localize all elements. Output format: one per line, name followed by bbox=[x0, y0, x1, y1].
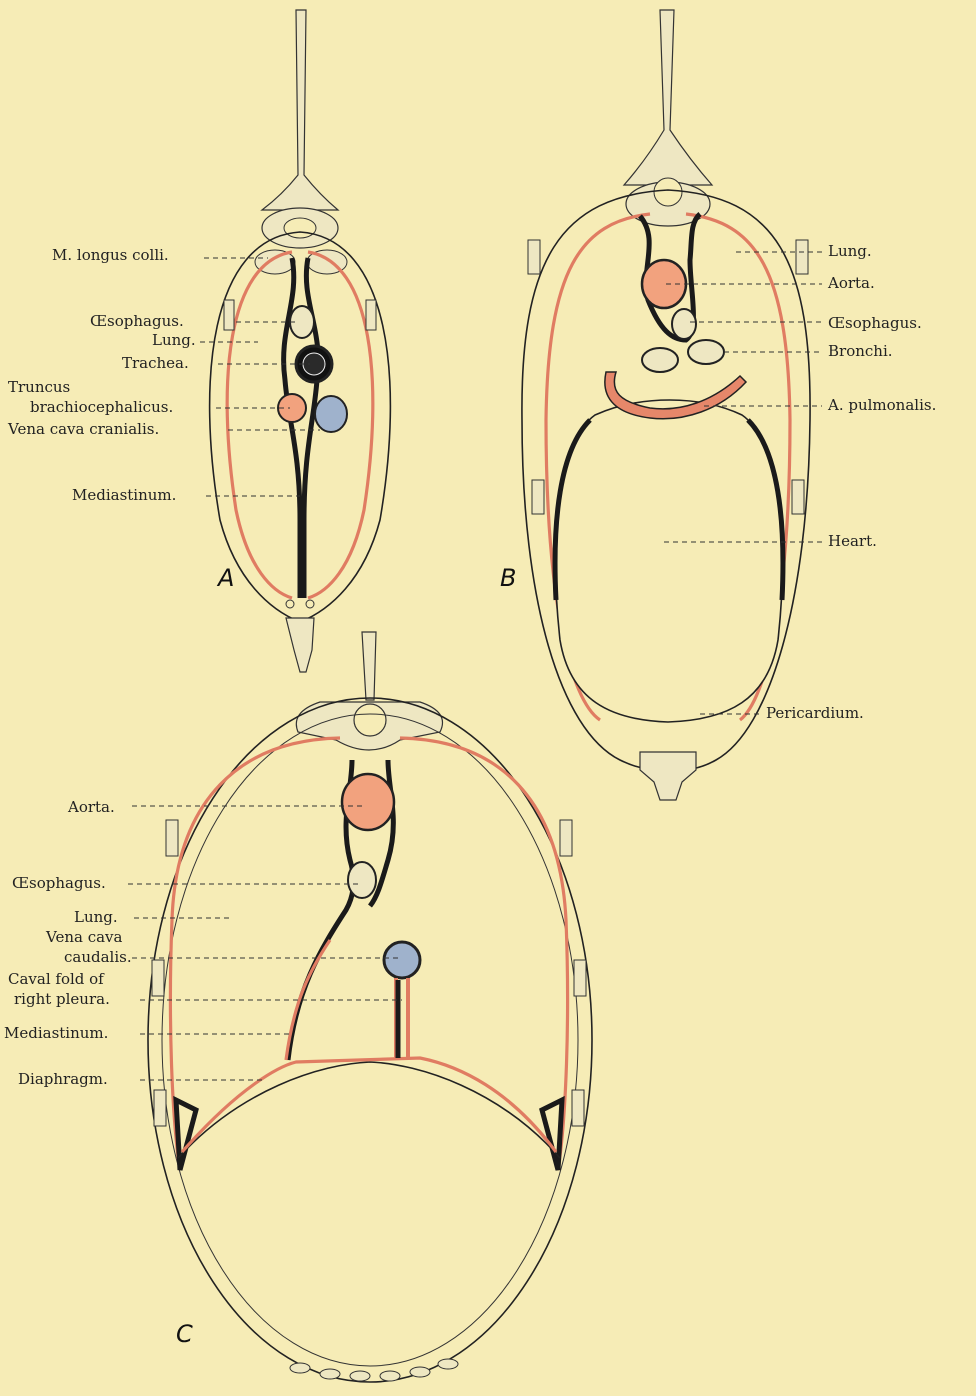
panel-a-spinous-process bbox=[262, 10, 338, 210]
panel-b-label-heart: Heart. bbox=[828, 532, 877, 550]
panel-a-label-longus-colli: M. longus colli. bbox=[52, 246, 169, 264]
panel-a-letter: A bbox=[216, 564, 234, 592]
panel-c-label-lung: Lung. bbox=[74, 908, 118, 926]
panel-b-sternum bbox=[640, 752, 696, 800]
panel-c-label-vena-cava-2: caudalis. bbox=[64, 948, 132, 966]
panel-a: A M. longus colli. Œsophagus. Lung. Trac… bbox=[7, 10, 390, 672]
panel-a-small-vessel bbox=[286, 600, 294, 608]
panel-c-costodiaphragmatic-recess-right bbox=[542, 1100, 562, 1170]
panel-c-diaphragm bbox=[178, 1062, 560, 1158]
panel-c-letter: C bbox=[176, 1320, 193, 1348]
panel-b-rib bbox=[528, 240, 540, 274]
panel-c-label-mediastinum: Mediastinum. bbox=[4, 1024, 108, 1042]
panel-a-sternum bbox=[286, 618, 314, 672]
panel-a-label-truncus-2: brachiocephalicus. bbox=[30, 398, 173, 416]
panel-c-vena-cava-caudalis bbox=[384, 942, 420, 978]
panel-c-label-oesophagus: Œsophagus. bbox=[12, 874, 106, 892]
panel-a-label-oesophagus: Œsophagus. bbox=[90, 312, 184, 330]
panel-c-rib bbox=[152, 960, 164, 996]
panel-c-label-diaphragm: Diaphragm. bbox=[18, 1070, 108, 1088]
panel-c: C Aorta. Œsophagus. Lung. Vena cava caud… bbox=[4, 632, 592, 1382]
panel-c-rib-lower bbox=[154, 1090, 166, 1126]
panel-b-label-a-pulmonalis: A. pulmonalis. bbox=[827, 396, 936, 414]
panel-b-label-pericardium: Pericardium. bbox=[766, 704, 864, 722]
panel-a-small-vessel-2 bbox=[306, 600, 314, 608]
panel-b-oesophagus bbox=[672, 309, 696, 339]
panel-c-label-vena-cava-1: Vena cava bbox=[45, 928, 123, 946]
panel-c-spinal-canal bbox=[354, 704, 386, 736]
panel-b-spinal-canal bbox=[654, 178, 682, 206]
panel-a-trachea-lumen bbox=[303, 353, 325, 375]
panel-a-label-mediastinum: Mediastinum. bbox=[72, 486, 176, 504]
panel-a-spinal-canal bbox=[284, 218, 316, 238]
panel-c-costodiaphragmatic-recess-left bbox=[176, 1100, 196, 1170]
panel-a-vena-cava-cranialis bbox=[315, 396, 347, 432]
panel-b-bronchus-right bbox=[688, 340, 724, 364]
panel-b-bronchus-left bbox=[642, 348, 678, 372]
panel-a-rib-right bbox=[366, 300, 376, 330]
panel-c-rib-upper bbox=[166, 820, 178, 856]
panel-a-label-trachea: Trachea. bbox=[122, 354, 189, 372]
panel-b-pericardium bbox=[555, 400, 782, 722]
panel-c-rib-upper-right bbox=[560, 820, 572, 856]
panel-b-label-aorta: Aorta. bbox=[827, 274, 875, 292]
panel-c-ventral-cartilages bbox=[290, 1359, 458, 1381]
panel-c-rib-lower-right bbox=[572, 1090, 584, 1126]
panel-b-label-bronchi: Bronchi. bbox=[828, 342, 893, 360]
panel-c-diaphragmatic-pleura bbox=[182, 1058, 556, 1152]
panel-b-spinous-process bbox=[624, 10, 712, 185]
panel-a-label-truncus-1: Truncus bbox=[8, 378, 70, 396]
panel-a-label-lung: Lung. bbox=[152, 331, 196, 349]
panel-c-oesophagus bbox=[348, 862, 376, 898]
panel-c-label-aorta: Aorta. bbox=[67, 798, 115, 816]
panel-b-rib-right bbox=[796, 240, 808, 274]
panel-a-rib bbox=[224, 300, 234, 330]
panel-a-label-vena-cava-cranialis: Vena cava cranialis. bbox=[7, 420, 159, 438]
panel-b-label-lung: Lung. bbox=[828, 242, 872, 260]
panel-b-label-oesophagus: Œsophagus. bbox=[828, 314, 922, 332]
panel-c-spinous-process bbox=[362, 632, 376, 700]
panel-c-label-caval-fold-1: Caval fold of bbox=[8, 970, 105, 988]
panel-c-rib-right bbox=[574, 960, 586, 996]
panel-b-rib-lower bbox=[532, 480, 544, 514]
panel-c-label-caval-fold-2: right pleura. bbox=[14, 990, 110, 1008]
panel-b-rib-lower-right bbox=[792, 480, 804, 514]
panel-b-letter: B bbox=[500, 564, 516, 592]
panel-c-aorta bbox=[342, 774, 394, 830]
panel-b: B Lung. Aorta. Œsophagus. Bronchi. A. pu… bbox=[500, 10, 936, 800]
